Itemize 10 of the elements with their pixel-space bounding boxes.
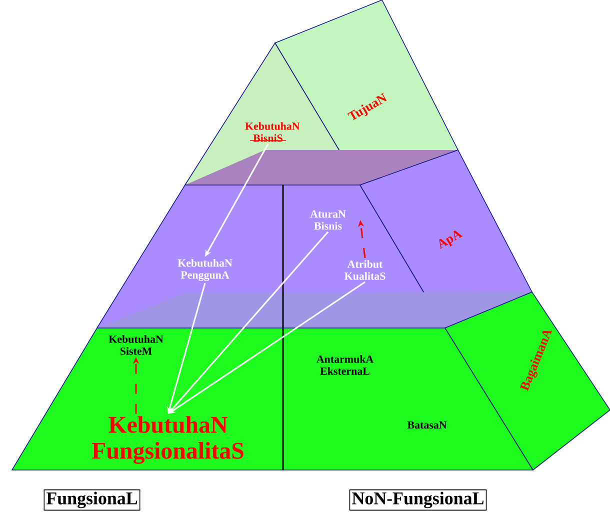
label-box: FungsionaL [44,489,140,511]
node-text: KebutuhaN FungsionalitaS [92,416,244,464]
section-label: BatasaN [407,421,447,429]
section-label: ApA [439,230,463,249]
node-text: KebutuhaN SisteM [108,335,164,355]
node-text: KebutuhaN PenggunA [178,259,232,281]
section-label: AntarmukA EksternaL [316,355,374,375]
label-box: NoN-FungsionaL [349,489,487,511]
node-text: AturaN Bisnis [310,210,346,230]
node-text: Atribut KualitaS [344,260,386,280]
